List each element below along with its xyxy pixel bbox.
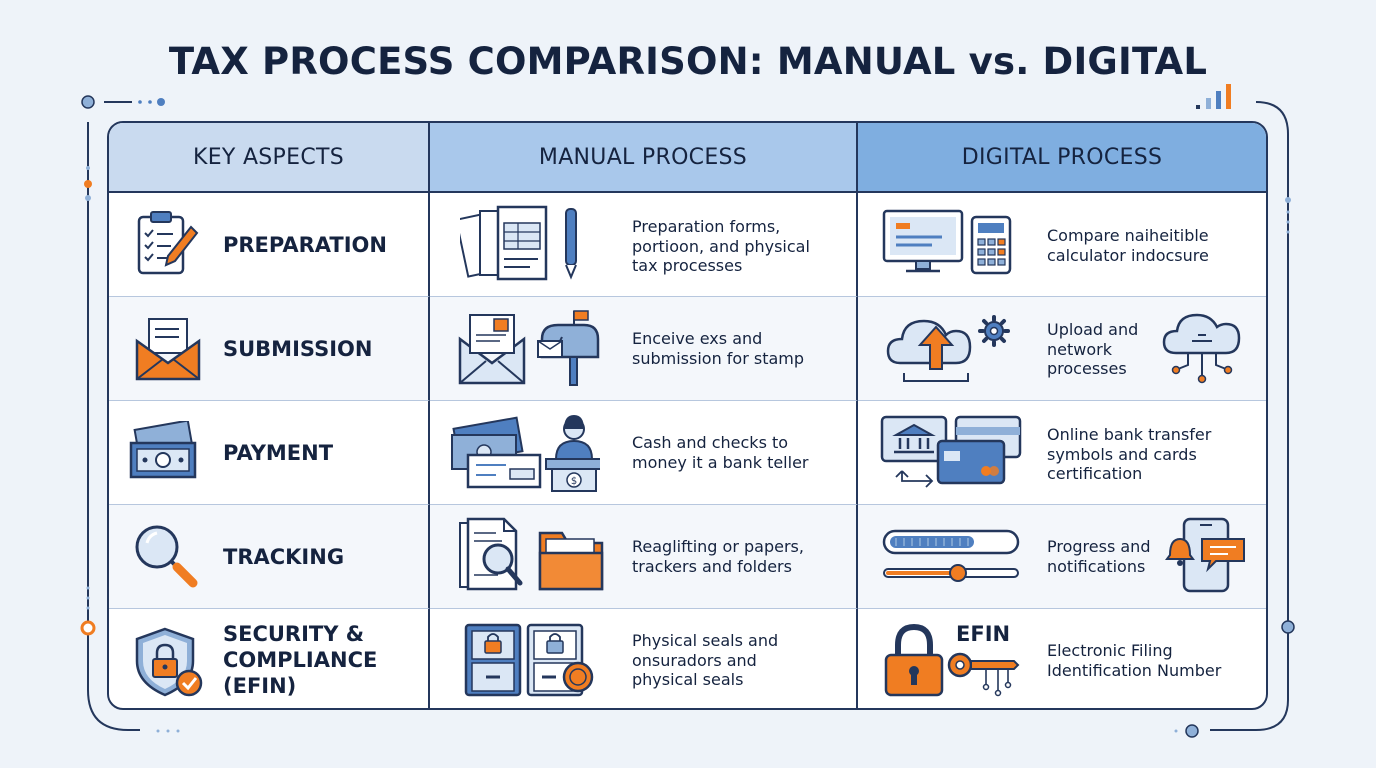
aspect-cell-preparation: PREPARATION [109, 193, 430, 297]
manual-desc-preparation: Preparation forms, portioon, and physica… [632, 217, 810, 275]
manual-cell-preparation: Preparation forms, portioon, and physica… [430, 193, 858, 297]
locked-cabinets-seal-icon [464, 623, 594, 697]
digital-desc-security: Electronic Filing Identification Number [1047, 641, 1222, 680]
page-title: TAX PROCESS COMPARISON: MANUAL vs. DIGIT… [168, 40, 1208, 83]
envelope-letter-icon [135, 318, 201, 381]
aspect-label-preparation: PREPARATION [223, 232, 387, 257]
bank-transfer-cards-icon [880, 415, 1022, 488]
aspect-cell-payment: PAYMENT [109, 401, 430, 505]
manual-cell-security: Physical seals and onsuradors and physic… [430, 609, 858, 708]
manual-cell-submission: Enceive exs and submission for stamp [430, 297, 858, 401]
digital-desc-preparation: Compare naiheitible calculator indocsure [1047, 226, 1209, 265]
manual-cell-payment: $ Cash and checks to money it a bank tel… [430, 401, 858, 505]
manual-cell-tracking: Reaglifting or papers, trackers and fold… [430, 505, 858, 609]
aspect-label-payment: PAYMENT [223, 440, 334, 465]
aspect-cell-security: SECURITY & COMPLIANCE (EFIN) [109, 609, 430, 708]
comparison-table: KEY ASPECTS MANUAL PROCESS DIGITAL PROCE… [107, 121, 1268, 710]
digital-desc-tracking: Progress and notifications [1047, 537, 1151, 576]
progress-bars-icon [882, 529, 1020, 582]
header-key-aspects: KEY ASPECTS [109, 123, 430, 193]
cash-check-teller-icon: $ [451, 415, 600, 492]
manual-desc-tracking: Reaglifting or papers, trackers and fold… [632, 537, 804, 576]
digital-cell-security: EFIN Electronic Filing Identification Nu… [858, 609, 1266, 708]
manual-desc-security: Physical seals and onsuradors and physic… [632, 631, 779, 689]
computer-calculator-icon [882, 209, 1012, 275]
header-manual-process: MANUAL PROCESS [430, 123, 858, 193]
digital-cell-submission: Upload and network processes [858, 297, 1266, 401]
cloud-network-icon [1162, 313, 1241, 384]
padlock-key-icon [884, 623, 1020, 697]
clipboard-pen-icon [137, 211, 199, 275]
papers-magnifier-folder-icon [459, 517, 604, 591]
digital-desc-payment: Online bank transfer symbols and cards c… [1047, 425, 1212, 483]
digital-desc-submission: Upload and network processes [1047, 320, 1139, 378]
digital-cell-payment: Online bank transfer symbols and cards c… [858, 401, 1266, 505]
aspect-label-submission: SUBMISSION [223, 336, 373, 361]
efin-label: EFIN [956, 622, 1011, 646]
digital-cell-tracking: Progress and notifications [858, 505, 1266, 609]
aspect-label-tracking: TRACKING [223, 544, 345, 569]
manual-desc-payment: Cash and checks to money it a bank telle… [632, 433, 809, 472]
manual-desc-submission: Enceive exs and submission for stamp [632, 329, 805, 368]
paper-forms-pen-icon [460, 205, 577, 281]
shield-lock-check-icon [135, 627, 203, 697]
aspect-label-security: SECURITY & COMPLIANCE (EFIN) [223, 622, 378, 698]
phone-notification-icon [1165, 517, 1245, 593]
magnifier-icon [135, 525, 198, 588]
digital-cell-preparation: Compare naiheitible calculator indocsure [858, 193, 1266, 297]
aspect-cell-submission: SUBMISSION [109, 297, 430, 401]
svg-text:$: $ [571, 476, 577, 487]
envelope-mailbox-icon [458, 310, 600, 386]
header-digital-process: DIGITAL PROCESS [858, 123, 1266, 193]
aspect-cell-tracking: TRACKING [109, 505, 430, 609]
cash-bills-icon [129, 421, 197, 479]
cloud-upload-gear-icon [886, 315, 1010, 382]
